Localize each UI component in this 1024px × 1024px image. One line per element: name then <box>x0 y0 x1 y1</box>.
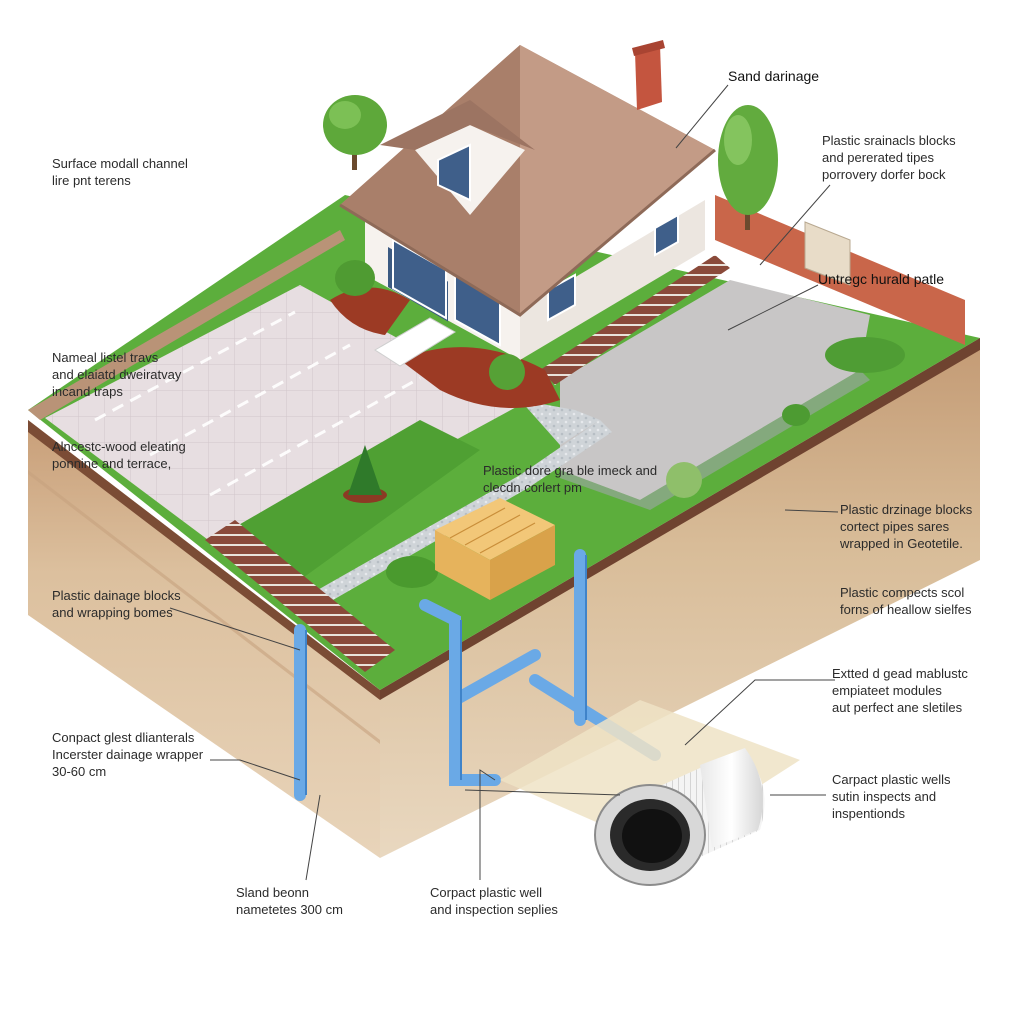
label-line: Carpact plastic wells <box>832 772 951 787</box>
label-line: Extted d gead mablustc <box>832 666 968 681</box>
gravel-strip <box>300 420 612 612</box>
label-plastic-center: Plastic dore gra ble imeck and clecdn co… <box>483 462 657 496</box>
label-line: porrovery dorfer bock <box>822 167 946 182</box>
label-extted-modules: Extted d gead mablustc empiateet modules… <box>832 665 968 716</box>
label-line: nametetes 300 cm <box>236 902 343 917</box>
label-untreg-patle: Untregc hurald patle <box>818 271 945 287</box>
label-line: Nameal listel travs <box>52 350 159 365</box>
label-line: Incerster dainage wrapper <box>52 747 204 762</box>
drainage-block-icon <box>435 498 555 600</box>
label-line: forns of heallow sielfes <box>840 602 972 617</box>
chimney <box>635 45 662 110</box>
label-line: wrapped in Geotetile. <box>840 536 963 551</box>
label-line: Plastic compects scol <box>840 585 965 600</box>
tree-icon <box>718 105 778 230</box>
label-line: Plastic drzinage blocks <box>840 502 973 517</box>
house-icon <box>339 40 716 367</box>
label-line: and wrapping bomes <box>52 605 173 620</box>
label-plastic-compects: Plastic compects scol forns of heallow s… <box>840 584 972 618</box>
shrub-icon <box>335 260 905 588</box>
label-line: cortect pipes sares <box>840 519 950 534</box>
label-plastic-blocks-left: Plastic dainage blocks and wrapping bome… <box>52 587 181 621</box>
label-carpact-wells: Carpact plastic wells sutin inspects and… <box>832 771 951 822</box>
ground-surface <box>28 195 980 690</box>
leader-lines <box>169 84 839 881</box>
label-line: clecdn corlert pm <box>483 480 582 495</box>
label-line: and pererated tipes <box>822 150 935 165</box>
inspection-well-icon <box>594 748 765 886</box>
label-sand-drainage: Sand darinage <box>728 68 820 84</box>
tree-icon <box>323 95 387 170</box>
label-line: inspentionds <box>832 806 905 821</box>
soil-section <box>28 338 980 858</box>
label-line: aut perfect ane sletiles <box>832 700 963 715</box>
label-surface-channel: Surface modall channel lire pnt terens <box>52 155 188 189</box>
label-line: and elaiatd dweiratvay <box>52 367 182 382</box>
conifer-icon <box>343 445 387 503</box>
label-compact-glest: Conpact glest dlianterals Incerster dain… <box>52 729 203 780</box>
label-nameal-traps: Nameal listel travs and elaiatd dweiratv… <box>52 349 181 400</box>
sand-bed <box>500 700 800 850</box>
driveway <box>560 280 870 500</box>
label-line: Sland beonn <box>236 885 310 900</box>
label-line: ponnine and terrace, <box>52 456 172 471</box>
label-line: Alncestc-wood eleating <box>52 439 186 454</box>
label-line: Corpact plastic well <box>430 885 542 900</box>
label-line: Plastic srainacls blocks <box>822 133 956 148</box>
label-line: incand traps <box>52 384 123 399</box>
label-plastic-blocks-right: Plastic drzinage blocks cortect pipes sa… <box>840 501 972 552</box>
brick-channel-left <box>205 520 395 672</box>
label-corpact-well: Corpact plastic well and inspection sepl… <box>430 884 558 918</box>
label-wood-terrace: Alncestc-wood eleating ponnine and terra… <box>52 438 186 472</box>
label-line: Plastic dainage blocks <box>52 588 181 603</box>
label-line: Conpact glest dlianterals <box>52 730 195 745</box>
label-line: lire pnt terens <box>52 173 131 188</box>
label-line: and inspection seplies <box>430 902 558 917</box>
label-line: Plastic dore gra ble imeck and <box>483 463 658 478</box>
brick-channel-house <box>540 255 730 385</box>
label-plastic-blocks-top: Plastic srainacls blocks and pererated t… <box>822 132 956 183</box>
label-line: Surface modall channel <box>52 156 188 171</box>
label-line: 30-60 cm <box>52 764 107 779</box>
label-sland-beonn: Sland beonn nametetes 300 cm <box>236 884 343 918</box>
label-line: empiateet modules <box>832 683 942 698</box>
label-line: sutin inspects and <box>832 789 937 804</box>
